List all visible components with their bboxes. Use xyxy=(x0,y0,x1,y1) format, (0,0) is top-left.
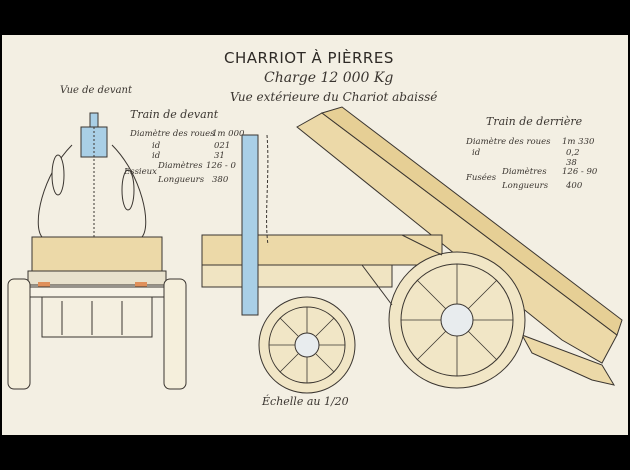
front-rope-right xyxy=(111,144,147,238)
exterior-view-caption: Vue extérieure du Chariot abaissé xyxy=(230,90,438,104)
load-capacity: Charge 12 000 Kg xyxy=(264,70,394,86)
side-crane-post xyxy=(241,134,259,316)
rear-train-heading: Train de derrière xyxy=(486,115,583,128)
front-rope-left xyxy=(37,144,73,238)
front-view-caption: Vue de devant xyxy=(60,85,133,96)
front-train-row-value: 021 xyxy=(214,141,231,151)
scale-caption: Échelle au 1/20 xyxy=(262,395,349,408)
technical-drawing xyxy=(7,106,623,394)
front-train-row-value: 31 xyxy=(214,151,225,161)
front-axle xyxy=(11,286,183,298)
rear-train-row-value: 38 xyxy=(566,158,577,168)
side-chassis-lower xyxy=(201,264,393,288)
front-beam xyxy=(31,236,163,272)
side-front-hub xyxy=(294,332,320,358)
front-train-row-value: 126 - 0 xyxy=(206,161,236,171)
front-train-row-label: id xyxy=(152,151,161,161)
rear-train-group-label: Fusées xyxy=(466,173,497,183)
front-train-row-label: id xyxy=(152,141,161,151)
front-view xyxy=(7,112,187,390)
front-train-row-label: Diamètres xyxy=(158,161,203,171)
side-view xyxy=(201,106,623,394)
rear-train-row-label: Diamètres xyxy=(502,167,547,177)
front-train-row-value: 380 xyxy=(212,175,229,185)
rear-train-row-value: 400 xyxy=(566,181,583,191)
rear-train-row-value: 1m 330 xyxy=(562,137,595,147)
front-train-row-value: 1m 000 xyxy=(212,129,245,139)
front-wheel-right xyxy=(163,278,187,390)
front-hook-right xyxy=(121,169,135,211)
front-hook-left xyxy=(51,154,65,196)
side-chassis xyxy=(201,234,443,266)
side-chain xyxy=(266,134,269,246)
front-undercarriage xyxy=(41,296,153,338)
rear-train-row-value: 126 - 90 xyxy=(562,167,598,177)
front-train-row-label: Diamètre des roues xyxy=(130,129,215,139)
rear-train-row-label: Longueurs xyxy=(502,181,549,191)
front-train-group-label: Essieux xyxy=(124,167,157,177)
front-train-row-label: Longueurs xyxy=(158,175,205,185)
rear-train-row-label: Diamètre des roues xyxy=(466,137,551,147)
rear-train-row-label: id xyxy=(472,148,481,158)
front-bolster xyxy=(27,270,167,286)
rear-train-row-value: 0,2 xyxy=(566,148,580,158)
drawing-sheet: CHARRIOT À PIÈRRES Charge 12 000 Kg Vue … xyxy=(2,35,628,435)
drawing-title: CHARRIOT À PIÈRRES xyxy=(224,49,394,67)
side-ramp-tail xyxy=(520,334,616,386)
front-train-heading: Train de devant xyxy=(130,108,219,121)
side-ramp-top xyxy=(320,106,623,336)
front-wheel-left xyxy=(7,278,31,390)
